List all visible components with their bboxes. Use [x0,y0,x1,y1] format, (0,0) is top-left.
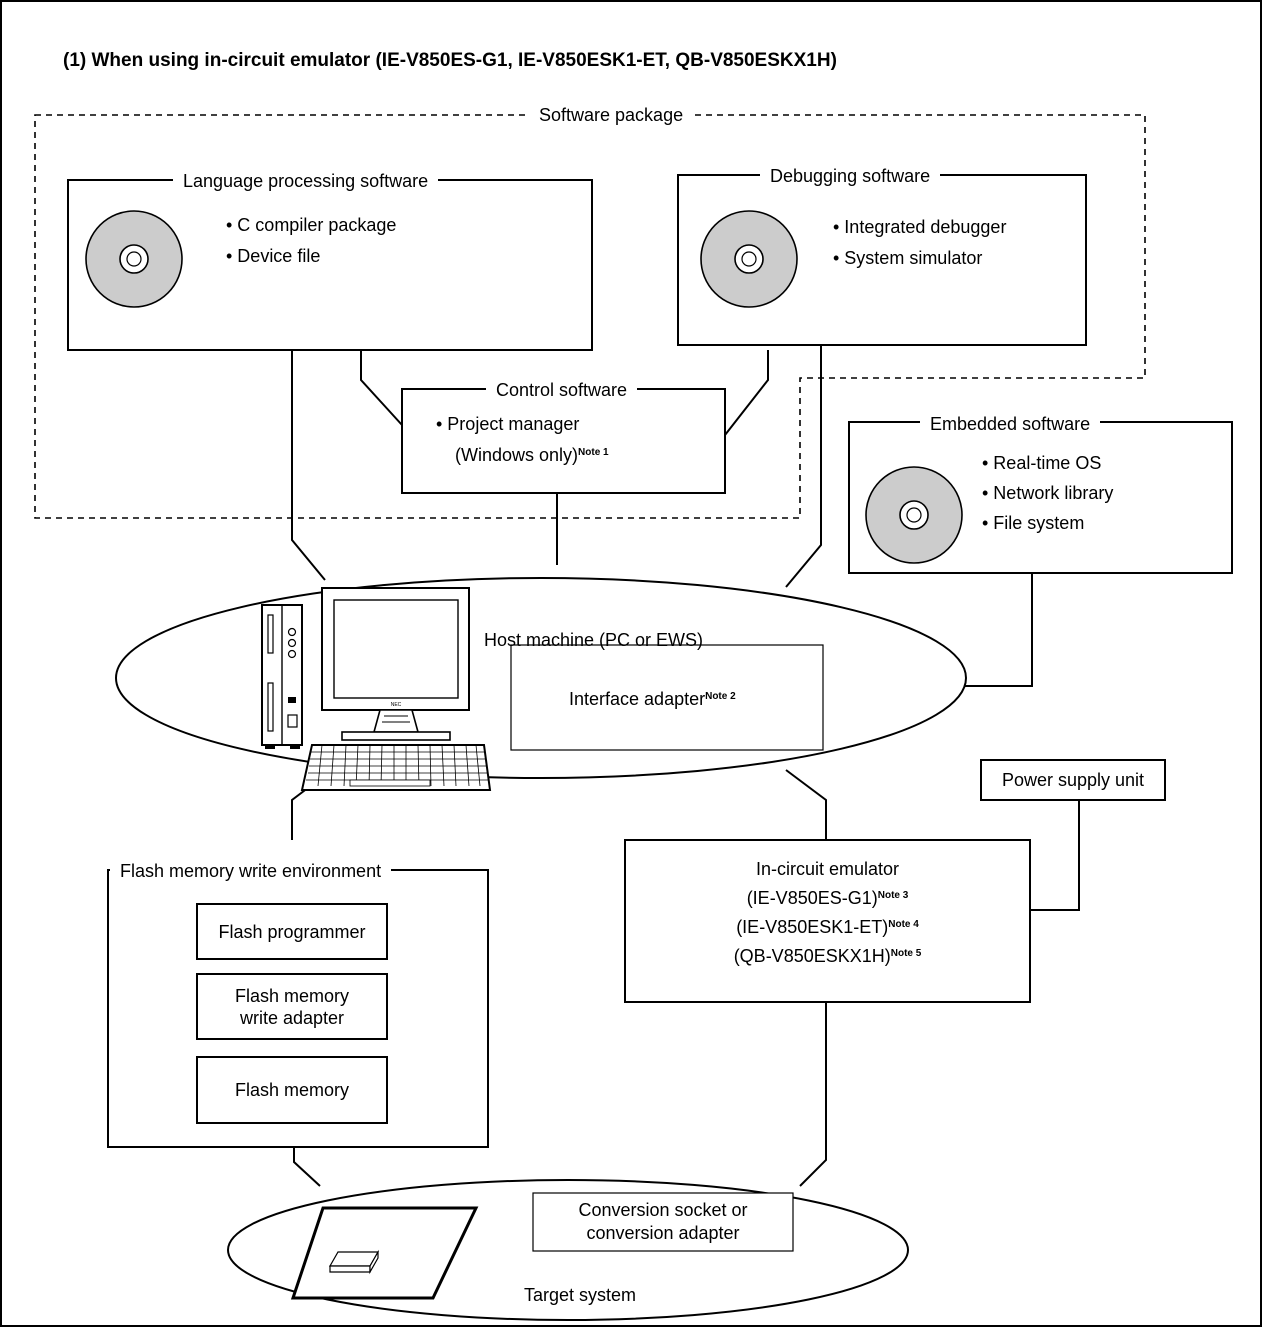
emulator-model-ie-v850es-g1: (IE-V850ES-G1)Note 3 [746,888,909,908]
flash-memory-box [196,1056,388,1124]
emulator-label: In-circuit emulator [755,859,900,879]
note-3-marker: Note 3 [877,890,909,901]
target-system-label: Target system [524,1285,637,1305]
real-time-os-item: • Real-time OS [982,453,1102,473]
flash-memory-label: Flash memory [234,1080,350,1100]
conversion-socket-line1: Conversion socket or [578,1200,748,1220]
software-package-label: Software package [529,104,694,126]
emulator-model-qb-v850eskx1h: (QB-V850ESKX1H)Note 5 [733,946,922,966]
note-2-marker: Note 2 [705,691,736,702]
interface-adapter-box [510,644,824,751]
flash-programmer-box [196,903,388,960]
cd-disc-icon [865,466,963,564]
flash-write-adapter-line2: write adapter [239,1008,345,1028]
monitor-icon: NEC [321,587,470,741]
flash-env-label: Flash memory write environment [110,860,392,882]
embedded-software-label: Embedded software [920,413,1101,435]
figure-title: (1) When using in-circuit emulator (IE-V… [63,50,837,71]
power-supply-box [980,759,1166,801]
host-machine-label: Host machine (PC or EWS) [484,630,704,650]
conversion-socket-line2: conversion adapter [586,1223,740,1243]
system-simulator-item: • System simulator [833,248,983,268]
control-software-box [401,388,726,494]
network-library-item: • Network library [982,483,1114,503]
project-manager-item: • Project manager [436,414,580,434]
note-5-marker: Note 5 [890,948,922,959]
keyboard-icon [300,744,492,791]
target-board-icon [290,1206,479,1300]
cd-disc-icon [700,210,798,308]
note-1-marker: Note 1 [578,447,609,458]
debugging-label: Debugging software [760,165,941,187]
power-supply-label: Power supply unit [1001,770,1145,790]
conversion-socket-box [532,1192,794,1252]
emulator-model-ie-v850esk1-et: (IE-V850ESK1-ET)Note 4 [736,917,919,937]
flash-programmer-label: Flash programmer [218,922,366,942]
device-file-item: • Device file [226,246,321,266]
note-4-marker: Note 4 [888,919,919,930]
c-compiler-item: • C compiler package [226,215,397,235]
flash-write-adapter-box [196,973,388,1040]
language-processing-label: Language processing software [173,170,439,192]
svg-text:NEC: NEC [391,702,402,708]
interface-adapter-label: Interface adapterNote 2 [569,689,736,709]
file-system-item: • File system [982,513,1085,533]
software-package-boundary [34,114,1146,519]
flash-write-adapter-line1: Flash memory [234,986,350,1006]
cd-disc-icon [85,210,183,308]
pc-tower-icon [261,604,303,749]
integrated-debugger-item: • Integrated debugger [833,217,1007,237]
windows-only-item: (Windows only)Note 1 [455,445,609,465]
control-software-label: Control software [486,379,638,401]
emulator-box [624,839,1031,1003]
